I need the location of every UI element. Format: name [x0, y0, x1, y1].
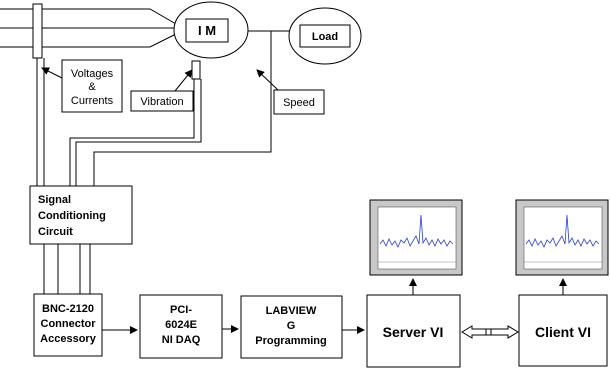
client-spectrum-display [515, 199, 609, 276]
conditioning-label: Conditioning [38, 210, 106, 222]
speed-label: Speed [283, 97, 315, 109]
server-vi-block: Server VI [366, 294, 461, 368]
bnc-block: BNC-2120 Connector Accessory [33, 293, 103, 357]
client-label: Client VI [535, 324, 591, 340]
load: Load [288, 7, 362, 65]
daq-block: PCI- 6024E NI DAQ [139, 294, 223, 359]
voltages-arrow [41, 67, 63, 79]
supply-lines [0, 8, 177, 48]
sensor-wires [36, 31, 272, 186]
labview-block: LABVIEW G Programming [240, 295, 343, 359]
daq-line2: 6024E [165, 319, 197, 331]
vibration-callout: Vibration [130, 90, 194, 112]
server-spectrum-display [369, 199, 463, 276]
conditioning-to-bnc-wires [43, 244, 91, 294]
bnc-line2: Connector [41, 318, 97, 330]
currents-label: Currents [71, 95, 114, 107]
current-sensor [32, 3, 43, 59]
signal-conditioning-block: Signal Conditioning Circuit [29, 185, 133, 245]
daq-line3: NI DAQ [162, 334, 201, 346]
signal-label: Signal [38, 194, 71, 206]
circuit-label: Circuit [38, 226, 73, 238]
server-client-link [461, 325, 519, 339]
ampersand-label: & [88, 81, 96, 93]
server-label: Server VI [383, 324, 444, 340]
motor-label: I M [198, 23, 216, 38]
client-vi-block: Client VI [518, 294, 608, 367]
vibration-label: Vibration [140, 96, 183, 108]
labview-line3: Programming [255, 335, 327, 347]
speed-arrow [256, 69, 279, 91]
induction-motor: I M [173, 1, 249, 59]
bnc-line3: Accessory [40, 333, 97, 345]
labview-line1: LABVIEW [266, 305, 317, 317]
speed-callout: Speed [273, 89, 325, 115]
voltages-label: Voltages [71, 68, 114, 80]
vibration-arrow [174, 69, 193, 92]
voltages-currents-callout: Voltages & Currents [61, 59, 123, 113]
labview-line2: G [287, 320, 296, 332]
bnc-line1: BNC-2120 [42, 303, 94, 315]
vibration-sensor [191, 60, 201, 80]
daq-line1: PCI- [170, 304, 192, 316]
load-label: Load [312, 31, 338, 43]
